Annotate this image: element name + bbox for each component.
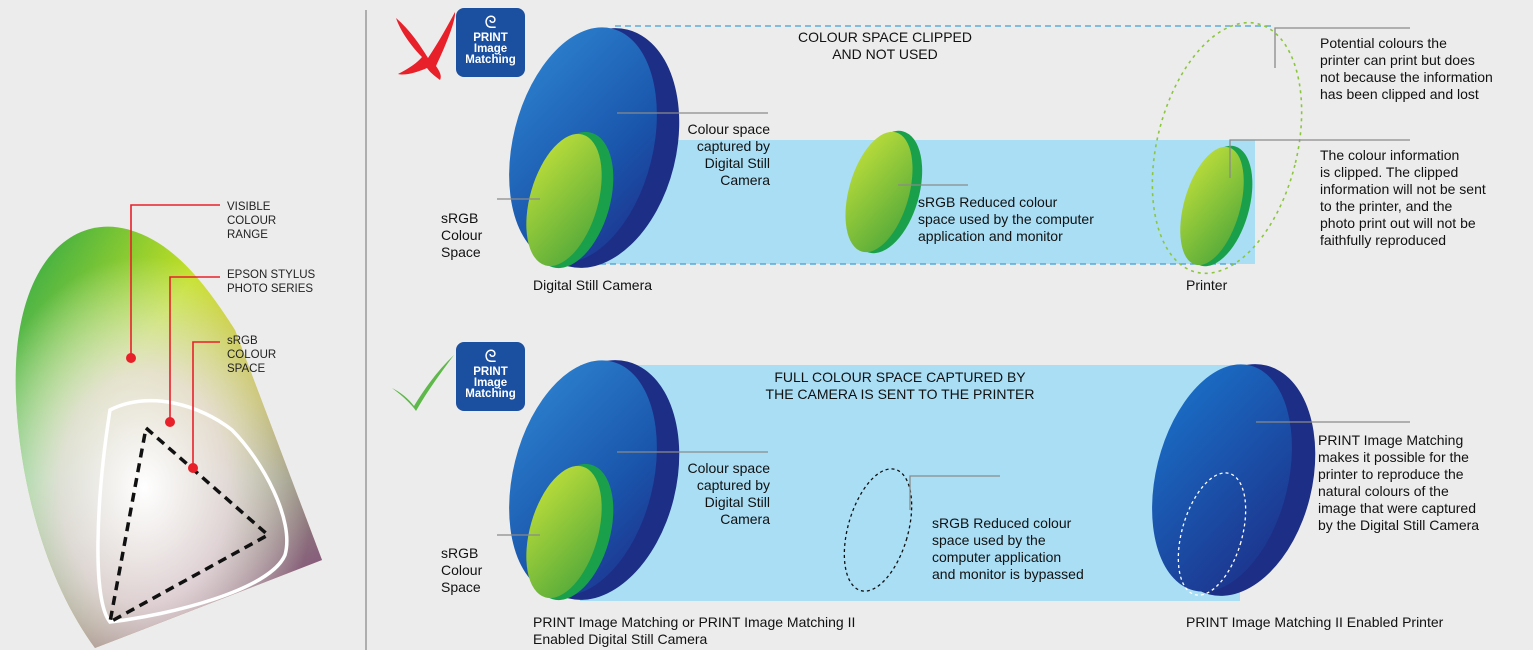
label-line: sRGB Reduced colour [918,194,1058,210]
gamut-callout-dots [126,353,198,473]
label-visible-colour-range: VISIBLE COLOUR RANGE [227,200,276,242]
print-image-matching-logo-top: ᘓ PRINT Image Matching [456,8,525,77]
pim-swirl-icon: ᘓ [484,347,497,366]
bottom-camera-label: PRINT Image Matching or PRINT Image Matc… [533,614,855,648]
bottom-full-title: FULL COLOUR SPACE CAPTURED BY THE CAMERA… [740,369,1060,403]
label-line: information will not be sent [1320,181,1486,197]
top-srgb-disc-camera [526,131,614,269]
label-line: Potential colours the [1320,35,1447,51]
badge-line: PRINT [473,366,508,378]
label-line: has been clipped and lost [1320,86,1479,102]
label-line: COLOUR [227,215,277,227]
label-line: sRGB [441,545,479,561]
top-leaders [497,27,1410,200]
label-epson-series: EPSON STYLUS PHOTO SERIES [227,268,315,296]
label-line: Space [441,579,481,595]
label-line: Colour [441,227,483,243]
label-line: COLOUR SPACE CLIPPED [797,29,972,45]
bottom-leaders [497,421,1410,536]
label-line: is clipped. The clipped [1320,164,1459,180]
top-reduced-label: sRGB Reduced colour space used by the co… [918,194,1094,245]
label-line: Colour [441,562,483,578]
label-line: not because the information [1320,69,1493,85]
label-line: COLOUR [227,349,277,361]
badge-line: Matching [465,388,516,400]
bottom-pim-description: PRINT Image Matching makes it possible f… [1318,432,1479,534]
badge-line: PRINT [473,32,508,44]
top-printer-label: Printer [1186,277,1228,293]
label-line: Camera [720,172,770,188]
bottom-srgb-space-label: sRGB Colour Space [441,545,482,596]
label-line: faithfully reproduced [1320,232,1447,248]
label-line: application and monitor [918,228,1063,244]
label-line: by the Digital Still Camera [1318,517,1480,533]
label-line: printer can print but does [1320,52,1475,68]
label-line: PRINT Image Matching [1318,432,1464,448]
label-line: Colour space [687,460,771,476]
bottom-bypassed-label: sRGB Reduced colour space used by the co… [932,515,1084,583]
top-clipped-info-label: The colour information is clipped. The c… [1320,147,1486,249]
label-line: PRINT Image Matching or PRINT Image Matc… [533,614,856,630]
label-line: Colour space [687,121,771,137]
label-line: photo print out will not be [1320,215,1476,231]
label-line: sRGB [227,335,258,347]
label-line: Camera [720,511,770,527]
top-clipped-title: COLOUR SPACE CLIPPED AND NOT USED [780,29,990,63]
top-potential-label: Potential colours the printer can print … [1320,35,1493,103]
label-line: Digital Still [704,155,770,171]
label-line: printer to reproduce the [1318,466,1464,482]
label-line: Space [441,244,481,260]
top-srgb-disc-printer [1180,145,1253,267]
label-line: Enabled Digital Still Camera [533,631,708,647]
badge-line: Image [473,43,508,55]
label-line: Digital Still [704,494,770,510]
label-line: captured by [696,477,770,493]
badge-line: Matching [465,54,516,66]
label-line: makes it possible for the [1318,449,1469,465]
label-line: AND NOT USED [832,46,938,62]
gamut-callouts [130,204,220,468]
bottom-camera-space-label: Colour space captured by Digital Still C… [660,460,771,528]
print-image-matching-logo-bottom: ᘓ PRINT Image Matching [456,342,525,411]
top-srgb-space-label: sRGB Colour Space [441,210,482,261]
label-line: THE CAMERA IS SENT TO THE PRINTER [765,386,1035,402]
label-line: RANGE [227,229,268,241]
label-line: EPSON STYLUS [227,269,316,281]
label-line: captured by [696,138,770,154]
cross-icon [396,12,456,80]
top-printer-potential-ellipse [1151,21,1303,275]
label-line: SPACE [227,363,266,375]
label-line: The colour information [1320,147,1460,163]
top-camera-space-label: Colour space captured by Digital Still C… [660,121,771,189]
label-line: PHOTO SERIES [227,283,314,295]
label-line: space used by the computer [918,211,1094,227]
badge-line: Image [473,377,508,389]
pim-swirl-icon: ᘓ [484,13,497,32]
bottom-bypassed-ellipse [843,468,913,592]
bottom-srgb-disc-camera [526,463,614,601]
label-line: sRGB [441,210,479,226]
label-line: VISIBLE [227,201,271,213]
label-line: and monitor is bypassed [932,566,1084,582]
label-line: space used by the [932,532,1046,548]
label-line: computer application [932,549,1062,565]
label-line: image that were captured [1318,500,1476,516]
chromaticity-diagram [15,226,323,648]
label-srgb-colour-space: sRGB COLOUR SPACE [227,334,276,376]
label-line: to the printer, and the [1320,198,1453,214]
bottom-printer-label: PRINT Image Matching II Enabled Printer [1186,614,1444,630]
label-line: FULL COLOUR SPACE CAPTURED BY [774,369,1026,385]
check-icon [392,355,454,411]
label-line: natural colours of the [1318,483,1449,499]
label-line: sRGB Reduced colour [932,515,1072,531]
top-srgb-disc-middle [845,130,923,254]
top-camera-label: Digital Still Camera [533,277,653,293]
